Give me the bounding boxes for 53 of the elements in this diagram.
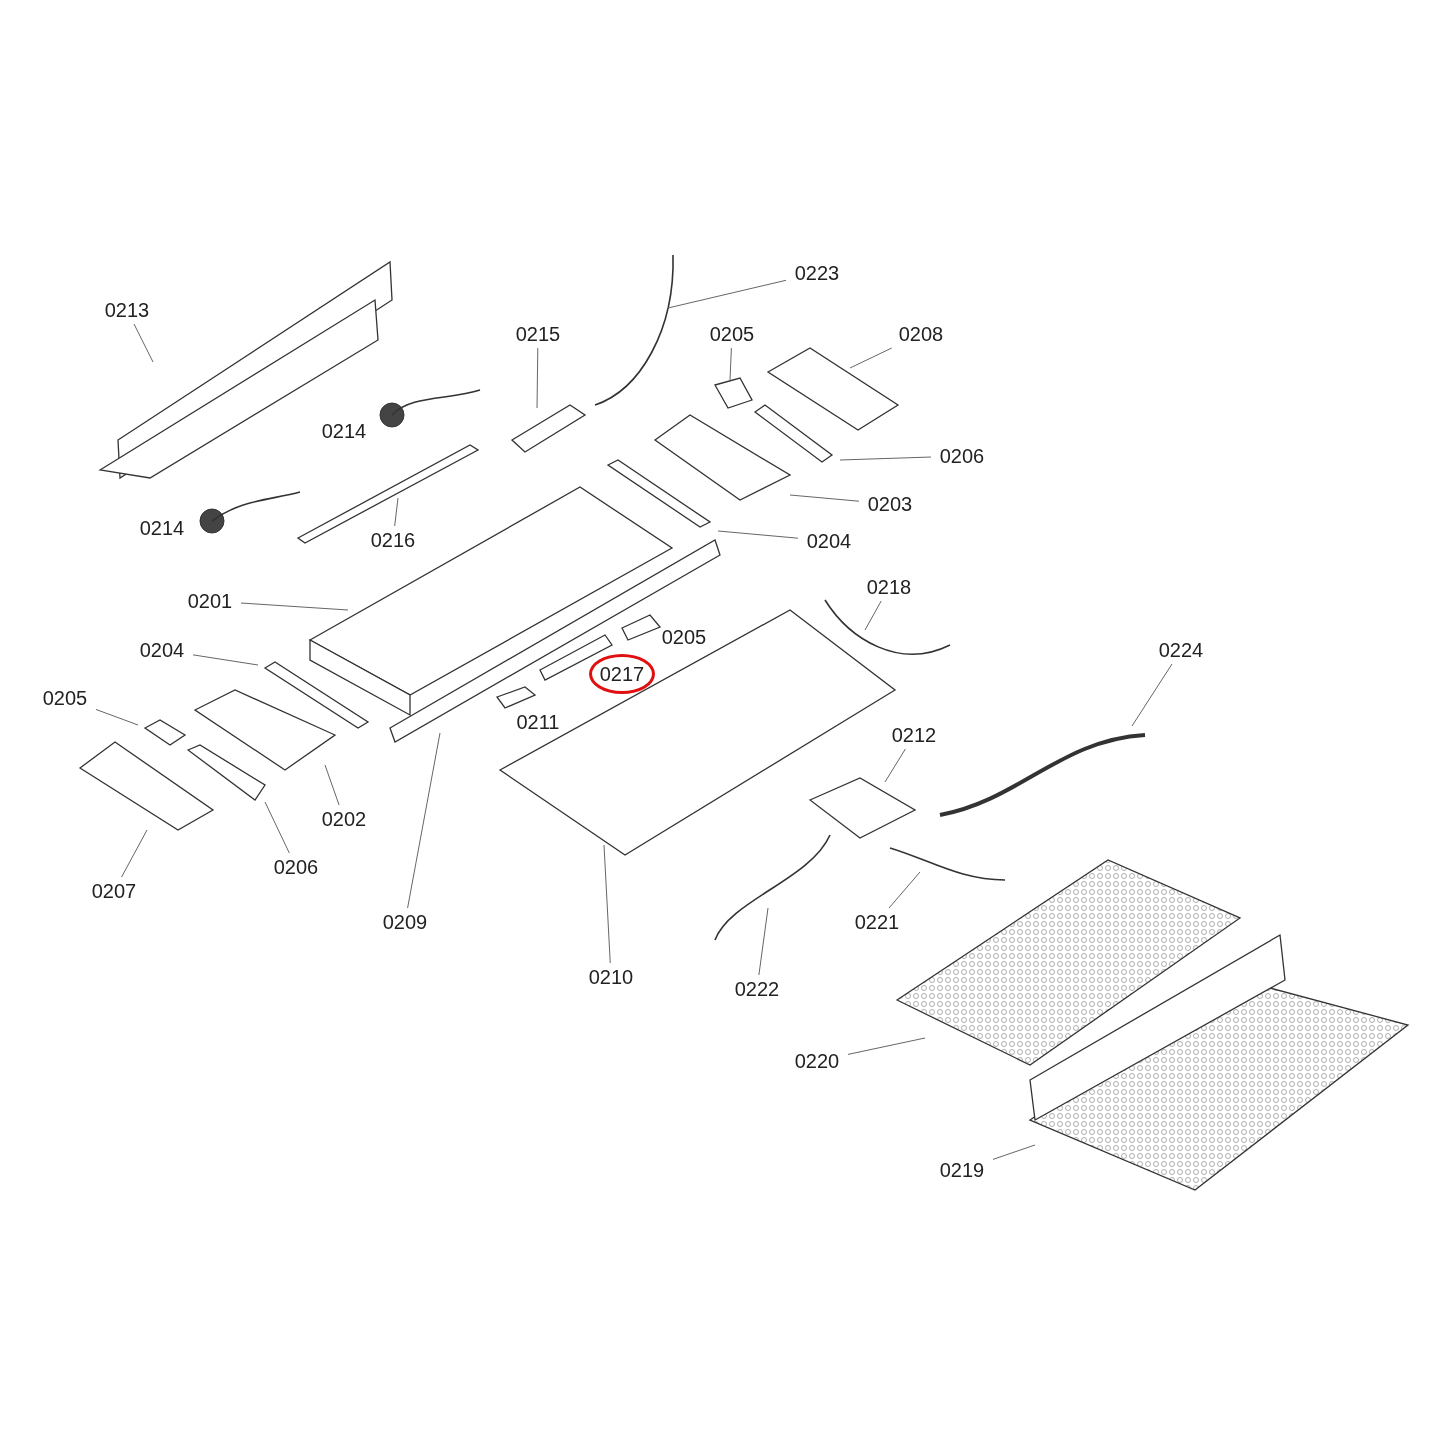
callout-number: 0219 bbox=[934, 1157, 990, 1183]
callout-number: 0206 bbox=[268, 854, 324, 880]
callout-number: 0208 bbox=[893, 321, 949, 347]
callout-number: 0220 bbox=[789, 1048, 845, 1074]
leader-line bbox=[192, 654, 259, 666]
leader-line bbox=[884, 748, 906, 783]
leader-line bbox=[992, 1144, 1036, 1160]
callout-number: 0210 bbox=[583, 964, 639, 990]
callout-number: 0213 bbox=[99, 297, 155, 323]
callout-number: 0224 bbox=[1153, 637, 1209, 663]
callout-number: 0215 bbox=[510, 321, 566, 347]
leader-line bbox=[847, 1037, 926, 1055]
callout-number: 0205 bbox=[704, 321, 760, 347]
callout-number: 0222 bbox=[729, 976, 785, 1002]
callout-number: 0201 bbox=[182, 588, 238, 614]
callout-number: 0205 bbox=[37, 685, 93, 711]
callout-number: 0203 bbox=[862, 491, 918, 517]
callout-number: 0214 bbox=[134, 515, 190, 541]
callout-number: 0212 bbox=[886, 722, 942, 748]
leader-line bbox=[667, 279, 787, 309]
callout-number: 0216 bbox=[365, 527, 421, 553]
highlighted-callout-number: 0217 bbox=[589, 654, 655, 694]
leader-line bbox=[849, 347, 893, 369]
leader-line bbox=[240, 602, 349, 611]
leader-line bbox=[864, 600, 882, 631]
callout-number: 0221 bbox=[849, 909, 905, 935]
leader-line bbox=[888, 871, 921, 909]
leader-line bbox=[133, 323, 154, 363]
callout-number: 0204 bbox=[801, 528, 857, 554]
leader-line bbox=[324, 764, 340, 806]
leader-line bbox=[95, 708, 139, 726]
callout-number: 0204 bbox=[134, 637, 190, 663]
callout-number: 0209 bbox=[377, 909, 433, 935]
leader-line bbox=[789, 494, 860, 502]
callout-number: 0202 bbox=[316, 806, 372, 832]
leader-line bbox=[394, 497, 399, 527]
callout-number: 0214 bbox=[316, 418, 372, 444]
callout-number: 0206 bbox=[934, 443, 990, 469]
leader-line bbox=[603, 844, 611, 964]
callout-number: 0218 bbox=[861, 574, 917, 600]
leader-line bbox=[839, 456, 932, 461]
leader-line bbox=[717, 530, 799, 539]
leader-line bbox=[1131, 663, 1173, 727]
leader-line bbox=[121, 829, 148, 878]
callout-number: 0211 bbox=[510, 709, 566, 735]
callout-number: 0223 bbox=[789, 260, 845, 286]
leader-line bbox=[264, 801, 290, 854]
leader-line bbox=[758, 907, 769, 976]
leader-line bbox=[536, 347, 539, 409]
leader-line bbox=[729, 347, 732, 381]
callout-number: 0205 bbox=[656, 624, 712, 650]
leader-line bbox=[407, 732, 441, 909]
callout-number: 0207 bbox=[86, 878, 142, 904]
